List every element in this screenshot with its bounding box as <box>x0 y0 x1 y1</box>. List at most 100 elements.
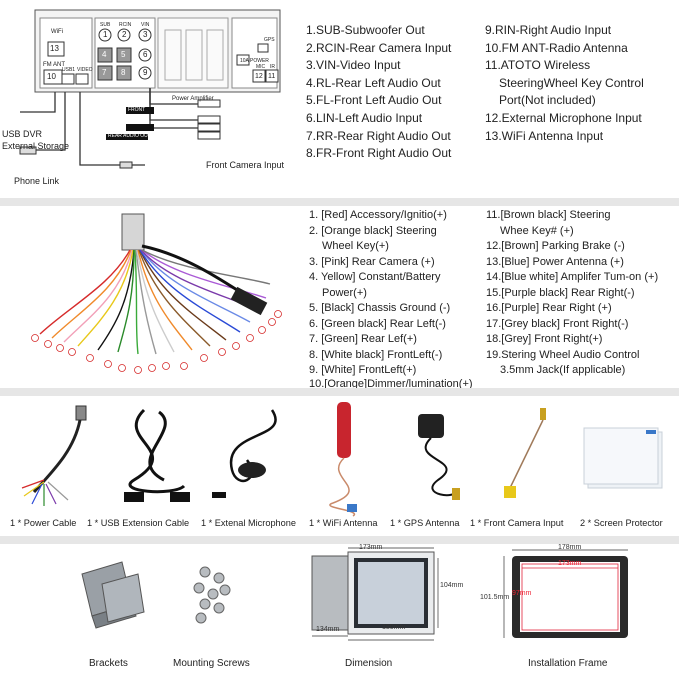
panel-vin-label: VIN <box>141 22 150 28</box>
wiring-harness-diagram <box>31 213 282 374</box>
legend-item: 3. [Pink] Rear Camera (+) <box>309 255 435 268</box>
dim-97mm: 97mm <box>512 590 532 597</box>
panel-port-11: 11 <box>268 73 276 80</box>
panel-port-13: 13 <box>50 44 59 53</box>
legend-item: 9.RIN-Right Audio Input <box>485 23 612 37</box>
caption-dimension: Dimension <box>345 658 393 669</box>
dim-173mm: 173mm <box>359 544 383 551</box>
legend-item: 15.[Purple black] Rear Right(-) <box>486 286 635 299</box>
legend-item: 2.RCIN-Rear Camera Input <box>306 40 452 55</box>
legend-item: 2. [Orange black] Steering <box>309 224 437 237</box>
panel-num-5: 5 <box>121 50 126 59</box>
legend-item: 18.[Grey] Front Right(+) <box>486 333 603 345</box>
power-cable-image <box>21 405 87 506</box>
rear-panel-diagram <box>19 9 281 169</box>
caption-usb-extension-cable: 1 * USB Extension Cable <box>87 518 190 528</box>
legend-item: 10.FM ANT-Radio Antenna <box>485 40 628 55</box>
legend-item: 1. [Red] Accessory/Ignitio(+) <box>309 209 447 221</box>
legend-item: 8.FR-Front Right Audio Out <box>306 146 452 161</box>
rear-audio-out-label: REAR AUDIO OUT <box>108 133 151 139</box>
dimension-diagram <box>311 547 439 641</box>
panel-power-label: POWER <box>250 58 269 64</box>
usb-extension-cable-image <box>124 408 190 502</box>
legend-item: 6.LIN-Left Audio Input <box>306 111 423 125</box>
front-camera-input-label: Front Camera Input <box>206 160 285 170</box>
legend-item: SteeringWheel Key Control <box>499 75 644 90</box>
dim-178mm: 178mm <box>558 544 582 551</box>
accessories-section: 1 * Power Cable 1 * USB Extension Cable … <box>0 396 679 536</box>
section-divider <box>0 198 679 206</box>
legend-item: 10.[Orange]Dimmer/lumination(+) <box>309 377 473 390</box>
panel-num-1: 1 <box>103 30 108 39</box>
panel-ir-label: IR <box>270 64 275 70</box>
panel-num-3: 3 <box>143 30 148 39</box>
legend-item: 7. [Green] Rear Lef(+) <box>309 333 417 345</box>
panel-rcin-label: RCIN <box>119 22 132 28</box>
dim-101-5mm: 101.5mm <box>480 594 510 601</box>
dim-173mm-frame: 173mm <box>558 560 582 567</box>
legend-item: 3.5mm Jack(If applicable) <box>500 364 626 376</box>
legend-item: 11.[Brown black] Steering <box>486 209 611 221</box>
rear-panel-section: WiFi 13 FM ANT 10 USB1 VIDEO SUB RCIN VI… <box>0 0 679 198</box>
legend-item: 8. [White black] FrontLeft(-) <box>309 348 443 361</box>
power-amplifier-label: Power Amplifier <box>172 96 214 102</box>
legend-item: 17.[Grey black] Front Right(-) <box>486 317 629 330</box>
legend-item: 12.External Microphone Input <box>485 111 642 125</box>
mounting-screws-image <box>193 566 231 624</box>
caption-mounting-screws: Mounting Screws <box>173 658 250 669</box>
legend-item: 5. [Black] Chassis Ground (-) <box>309 302 451 314</box>
brackets-image <box>81 561 145 629</box>
front-camera-input-image <box>504 408 546 498</box>
wiring-harness-section: 1. [Red] Accessory/Ignitio(+) 2. [Orange… <box>0 206 679 390</box>
panel-wifi-label: WiFi <box>51 29 63 35</box>
usb-dvr-label: USB DVR <box>2 129 43 139</box>
external-storage-label: External Storage <box>2 141 70 151</box>
legend-item: 5.FL-Front Left Audio Out <box>306 93 442 108</box>
front-audio-label: FRONT <box>128 107 146 113</box>
panel-num-9: 9 <box>143 68 148 77</box>
dim-180mm: 180mm <box>382 624 406 631</box>
legend-item: Whee Key# (+) <box>500 224 574 237</box>
dim-134mm: 134mm <box>316 626 340 633</box>
legend-item: 7.RR-Rear Right Audio Out <box>306 128 451 143</box>
panel-usb1-label: USB1 <box>62 67 76 73</box>
legend-item: 1.SUB-Subwoofer Out <box>306 23 425 37</box>
legend-item: 16.[Purple] Rear Right (+) <box>486 302 612 314</box>
installation-frame-diagram <box>503 549 628 638</box>
panel-num-2: 2 <box>122 30 127 39</box>
caption-power-cable: 1 * Power Cable <box>10 518 77 528</box>
legend-item: 19.Stering Wheel Audio Control <box>486 348 640 361</box>
section-divider <box>0 388 679 396</box>
panel-mic-label: MIC <box>256 64 266 70</box>
caption-screen-protector: 2 * Screen Protector <box>580 518 663 528</box>
legend-item: 9. [White] FrontLeft(+) <box>309 364 417 376</box>
gps-antenna-image <box>418 414 460 500</box>
panel-port-12: 12 <box>255 73 263 80</box>
caption-external-microphone: 1 * Extenal Microphone <box>201 518 296 528</box>
legend-item: Power(+) <box>322 286 367 299</box>
panel-num-6: 6 <box>143 50 148 59</box>
caption-brackets: Brackets <box>89 658 128 669</box>
panel-num-8: 8 <box>121 68 126 77</box>
legend-item: 12.[Brown] Parking Brake (-) <box>486 240 625 252</box>
external-microphone-image <box>212 409 277 498</box>
mounting-section: 173mm 104mm 134mm 180mm 178mm 173mm 101.… <box>0 544 679 676</box>
legend-item: 4.RL-Rear Left Audio Out <box>306 75 441 90</box>
screen-protector-image <box>583 427 663 489</box>
legend-item: 11.ATOTO Wireless <box>485 58 591 73</box>
panel-num-7: 7 <box>102 68 107 77</box>
legend-item: Port(Not included) <box>499 93 596 108</box>
panel-video-label: VIDEO <box>77 67 93 73</box>
phone-link-label: Phone Link <box>14 176 60 186</box>
legend-item: Wheel Key(+) <box>322 240 389 252</box>
legend-item: 14.[Blue white] Amplifer Tum-on (+) <box>486 271 659 283</box>
legend-item: 3.VIN-Video Input <box>306 58 401 73</box>
dim-104mm: 104mm <box>440 582 464 589</box>
caption-front-camera-input: 1 * Front Camera Input <box>470 518 564 528</box>
caption-installation-frame: Installation Frame <box>528 658 608 669</box>
panel-fm-ant-label: FM ANT <box>43 62 65 68</box>
panel-gps-label: GPS <box>264 37 275 43</box>
legend-item: 4. Yellow] Constant/Battery <box>309 271 441 283</box>
panel-port-10: 10 <box>47 72 56 81</box>
legend-item: 13.WiFi Antenna Input <box>485 128 604 143</box>
